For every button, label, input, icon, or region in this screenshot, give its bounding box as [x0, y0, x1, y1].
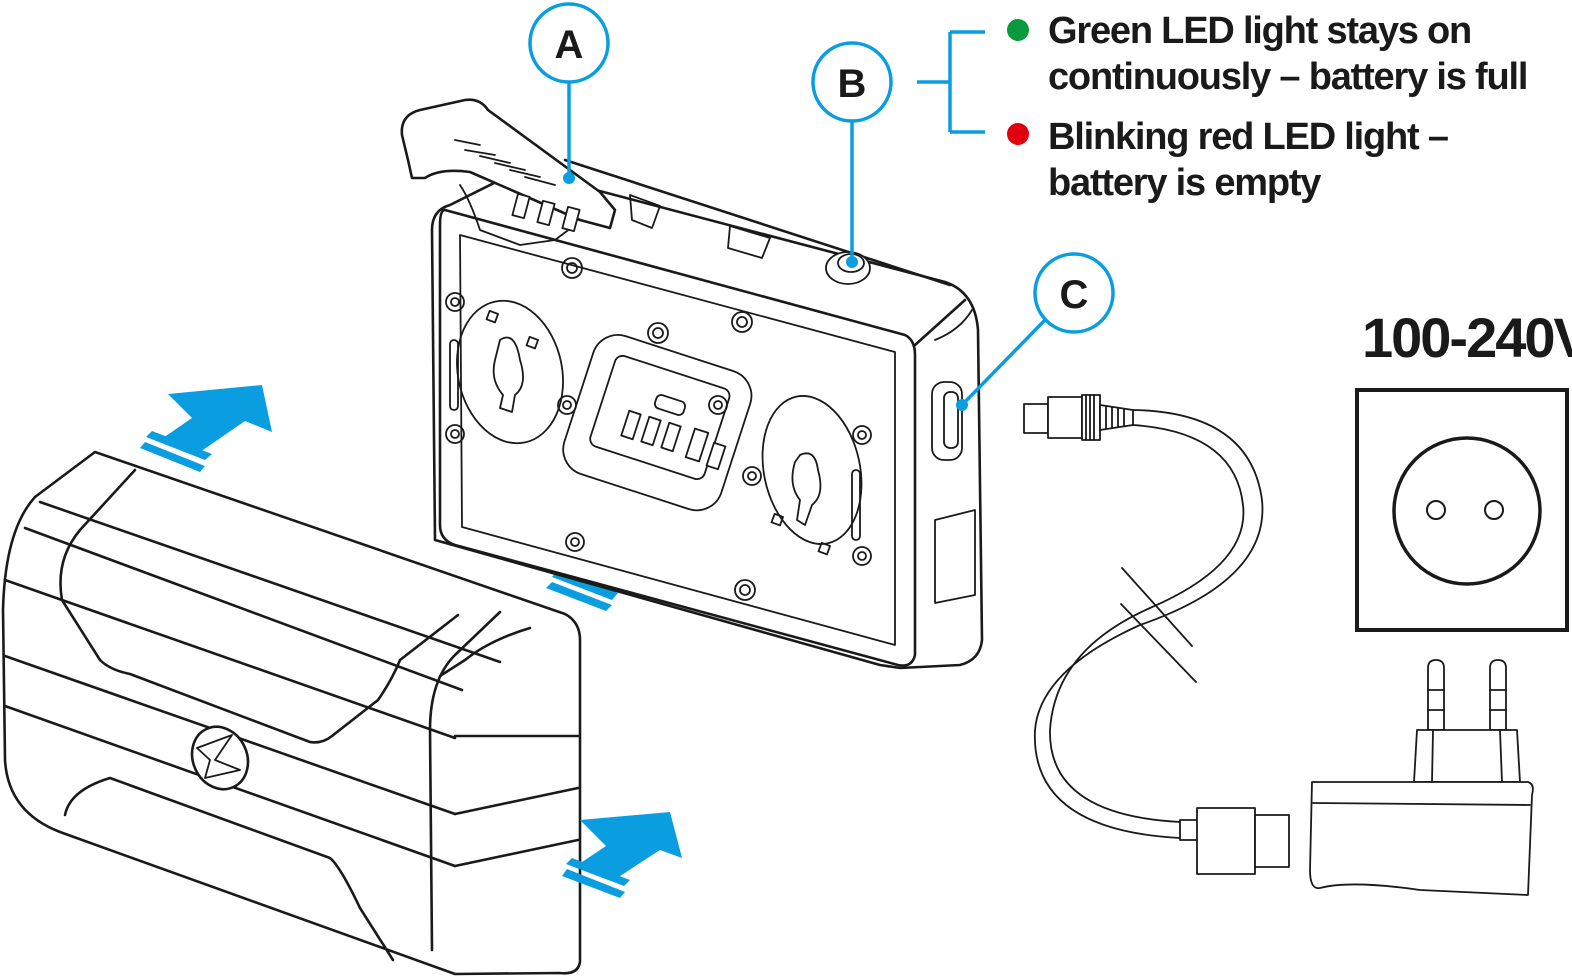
connector-pins [620, 394, 727, 471]
legend-green-line-1: Green LED light stays on [1048, 10, 1471, 52]
legend-red-line-1: Blinking red LED light – [1048, 116, 1448, 158]
legend-green-line-2: continuously – battery is full [1048, 56, 1527, 98]
callout-c: C [956, 252, 1115, 411]
charging-port [931, 381, 963, 461]
outlet-socket-hole-icon [1426, 500, 1446, 520]
battery-pack [1, 450, 582, 976]
insert-arrow-lower [562, 812, 682, 898]
led-legend: Green LED light stays on continuously – … [917, 10, 1528, 204]
screw-holes [445, 257, 872, 601]
brand-logo-icon [190, 725, 250, 791]
insert-arrow-upper [140, 385, 272, 472]
usb-cable [1023, 394, 1290, 875]
battery-latch [400, 98, 617, 246]
callout-b: B [811, 41, 893, 268]
outlet-socket-hole-icon [1484, 500, 1504, 520]
callout-a-label: A [555, 23, 584, 67]
callout-c-label: C [1060, 273, 1089, 317]
green-led-dot-icon [1007, 19, 1029, 41]
power-adapter [1309, 659, 1534, 896]
legend-red-line-2: battery is empty [1048, 162, 1321, 204]
wall-outlet: 100-240V [1355, 306, 1572, 632]
led-indicator [825, 251, 871, 285]
callout-b-label: B [838, 62, 867, 106]
charger-unit [400, 98, 984, 670]
voltage-label: 100-240V [1362, 306, 1572, 369]
red-led-dot-icon [1007, 123, 1029, 145]
callout-a: A [528, 2, 610, 184]
